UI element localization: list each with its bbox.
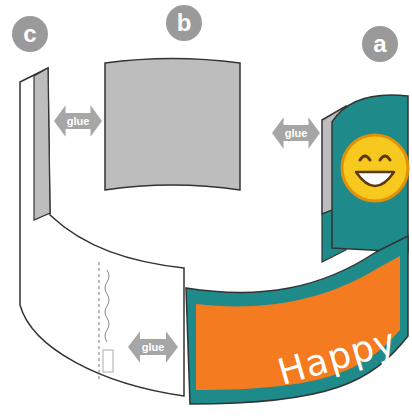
- emoji-face: [342, 135, 408, 201]
- emoji-eye: [360, 156, 370, 160]
- part-letter-circle: b: [166, 5, 202, 41]
- emoji-eye: [380, 156, 390, 160]
- callout-letter: a: [373, 30, 386, 58]
- small-mark: [103, 350, 113, 372]
- double-arrow: [128, 331, 178, 363]
- double-arrow: [54, 105, 102, 137]
- emoji-mouth: [356, 172, 394, 186]
- strip-c-back: [34, 68, 50, 220]
- emoji-holder: [332, 95, 408, 252]
- glue-label: glue: [142, 341, 165, 353]
- part-letter-circle: a: [362, 26, 398, 62]
- fold-line: [99, 262, 100, 382]
- glue-arrow: glue: [54, 104, 102, 138]
- part-letter-circle: c: [12, 16, 48, 52]
- glue-arrow: glue: [272, 116, 320, 150]
- glue-arrow: glue: [128, 330, 178, 364]
- glue-label: glue: [67, 115, 90, 127]
- strip-b: [105, 59, 240, 191]
- glue-label: glue: [285, 127, 308, 139]
- callout-letter: c: [23, 20, 36, 48]
- callout-letter: b: [177, 9, 192, 37]
- band-border: [186, 236, 408, 404]
- squiggle: [105, 270, 109, 342]
- double-arrow: [272, 117, 320, 149]
